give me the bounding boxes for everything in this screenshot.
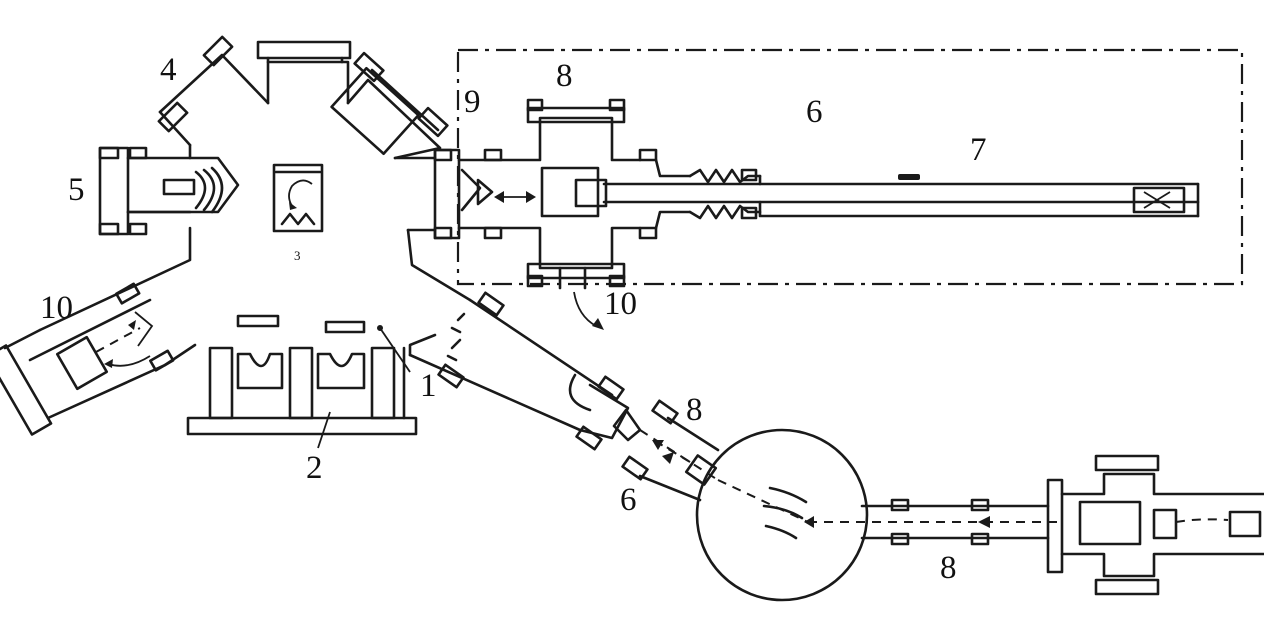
- port-5-assembly: [98, 146, 240, 236]
- label-8-mid: 8: [686, 392, 703, 428]
- sphere-and-source: [695, 428, 1264, 602]
- label-1: 1: [420, 368, 437, 404]
- label-3: 3: [294, 248, 301, 263]
- port-9-chamber: [433, 98, 692, 330]
- lower-right-arm: [408, 291, 720, 502]
- label-10-right: 10: [604, 286, 637, 322]
- item-3-holder: [272, 163, 324, 233]
- label-8-bottom: 8: [940, 550, 957, 586]
- label-6-box: 6: [806, 94, 823, 130]
- dashed-enclosure-6: [456, 48, 1244, 286]
- label-10-left: 10: [40, 290, 73, 326]
- label-8-top: 8: [556, 58, 573, 94]
- item-2-sources: [186, 314, 418, 449]
- label-5: 5: [68, 172, 85, 208]
- labels: 4 5 3 10 1 2 9 8 6 7 10 8 6 8: [40, 52, 987, 586]
- label-9: 9: [464, 84, 481, 120]
- label-4: 4: [160, 52, 177, 88]
- item-7-manipulator: [602, 168, 1200, 220]
- label-6-lower: 6: [620, 482, 637, 518]
- main-chamber: [38, 35, 472, 367]
- port-10-left: [0, 282, 175, 436]
- label-2: 2: [306, 450, 323, 486]
- label-7: 7: [970, 132, 987, 168]
